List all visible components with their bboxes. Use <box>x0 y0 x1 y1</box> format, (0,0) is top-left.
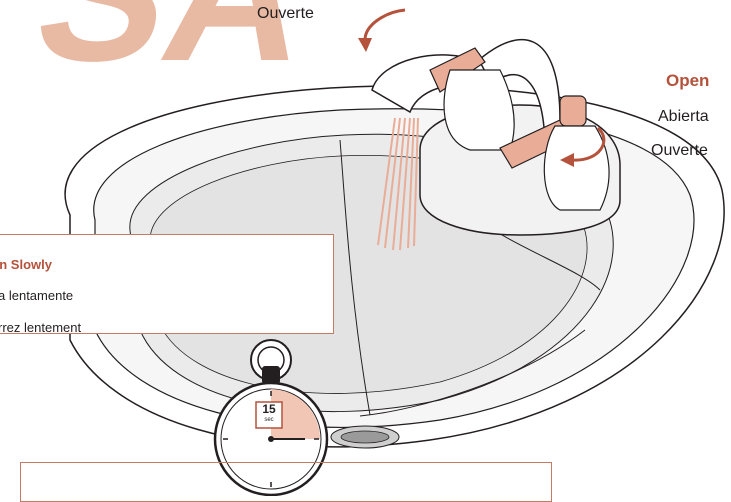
instruction-es: a lentamente <box>0 288 73 303</box>
label-top-ouverte: Ouverte <box>257 5 314 23</box>
rotation-arrow-left <box>358 10 405 52</box>
timer-value: 15 <box>256 403 282 415</box>
instruction-title: en Slowly <box>0 257 52 272</box>
label-ouverte-right: Ouverte <box>651 142 708 160</box>
instruction-box <box>0 234 334 334</box>
label-open: Open <box>666 71 709 91</box>
instruction-fr: rrez lentement <box>0 320 81 335</box>
label-abierta: Abierta <box>658 108 709 126</box>
bottom-caption-box <box>20 462 552 502</box>
drain <box>331 426 399 448</box>
timer-unit: sec <box>256 416 282 424</box>
